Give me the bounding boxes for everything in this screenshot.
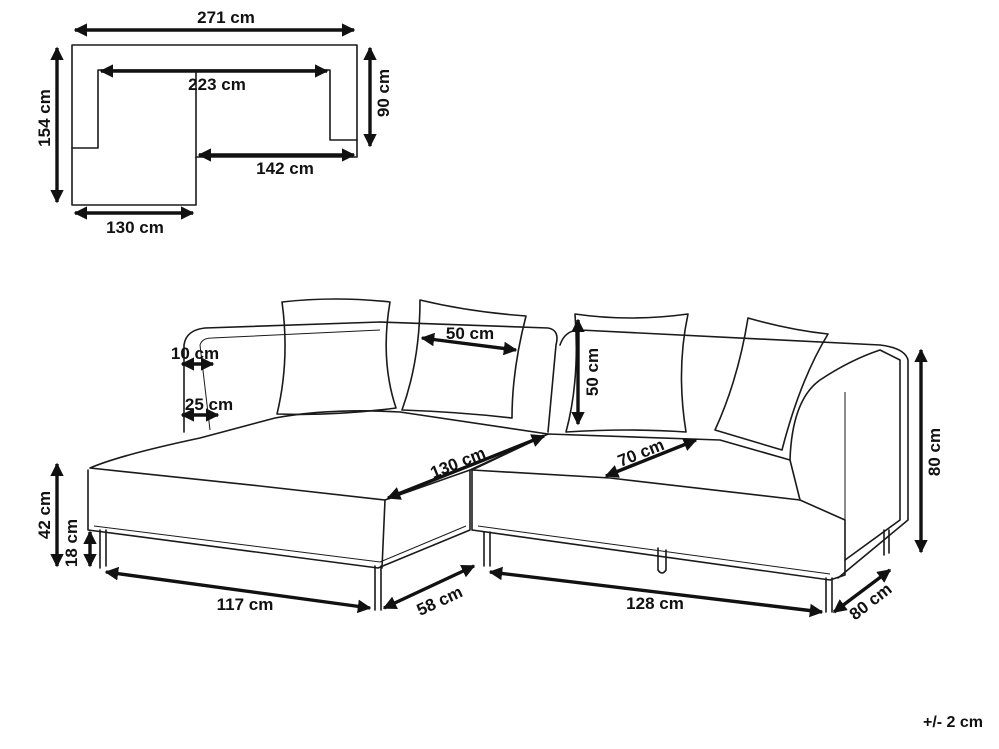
label-pillow-width: 50 cm <box>446 324 494 343</box>
dim-arrow-128 <box>488 566 824 618</box>
label-chaise-length: 117 cm <box>217 595 274 614</box>
chaise-cushion <box>89 410 549 501</box>
sofa-back <box>559 329 909 579</box>
leg <box>883 529 890 556</box>
label-inner-back-width: 223 cm <box>188 75 246 94</box>
dim-arrow-pillow-width <box>420 332 518 356</box>
label-seat-height: 42 cm <box>35 491 54 539</box>
dim-arrow-58 <box>382 564 476 610</box>
label-chaise-depth: 154 cm <box>35 89 54 147</box>
dim-arrow-80-depth <box>832 568 892 614</box>
label-pillow-height: 50 cm <box>583 348 602 396</box>
perspective-view: 10 cm 25 cm 50 cm 50 cm 130 cm 70 cm 80 … <box>35 298 944 624</box>
dim-arrow-70 <box>604 438 698 478</box>
tolerance-note: +/- 2 cm <box>923 714 983 731</box>
left-armrest <box>183 321 558 433</box>
leg <box>99 529 107 569</box>
dim-arrow-117 <box>104 566 372 614</box>
pillow <box>276 298 397 416</box>
label-leg-height: 18 cm <box>62 519 81 567</box>
label-sofa-section-width: 142 cm <box>256 159 314 178</box>
label-armrest-top: 10 cm <box>171 344 219 363</box>
label-sofa-depth: 90 cm <box>374 69 393 117</box>
pillow <box>401 299 527 419</box>
leg <box>825 577 833 613</box>
label-seat-depth: 70 cm <box>615 435 667 471</box>
label-chaise-width: 130 cm <box>106 218 164 237</box>
leg <box>483 531 491 567</box>
pillow <box>714 317 829 451</box>
plan-view: 271 cm 223 cm 154 cm 90 cm 142 cm 130 cm <box>35 8 393 237</box>
dim-arrow-130-seat <box>386 434 546 500</box>
label-armrest-width: 25 cm <box>185 395 233 414</box>
label-chaise-side: 58 cm <box>414 582 466 620</box>
label-overall-width: 271 cm <box>197 8 255 27</box>
leg <box>374 565 382 611</box>
label-total-height: 80 cm <box>925 428 944 476</box>
label-sofa-length: 128 cm <box>626 594 684 613</box>
right-armrest <box>789 349 901 561</box>
label-chaise-seat-depth: 130 cm <box>428 443 489 482</box>
chaise-base <box>87 469 471 569</box>
plan-outline <box>71 44 358 206</box>
